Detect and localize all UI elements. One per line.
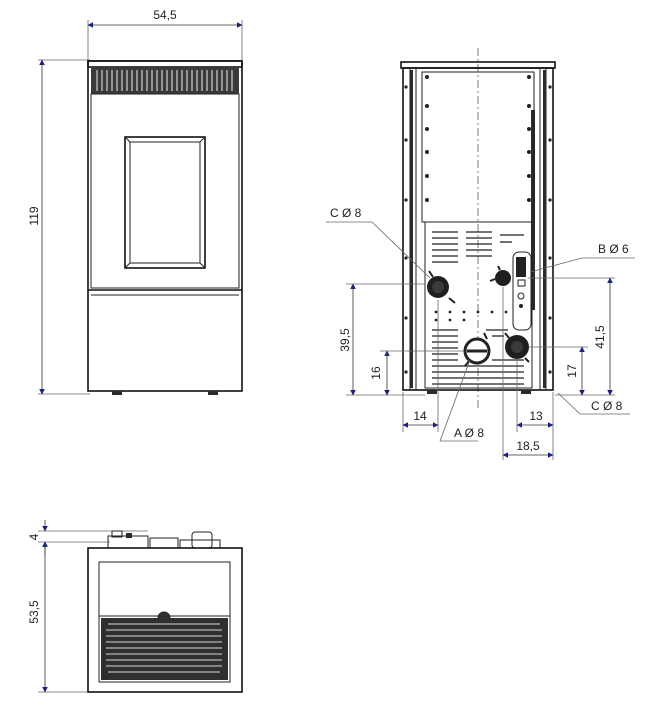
top-grille-handle <box>157 611 171 619</box>
label-c-right: C Ø 8 <box>591 399 623 413</box>
front-right-foot <box>208 391 218 395</box>
dim-16: 16 <box>369 366 383 380</box>
label-b: B Ø 6 <box>598 242 629 256</box>
outlet-b-center <box>489 265 511 286</box>
rear-left-foot <box>427 390 437 394</box>
dim-13: 13 <box>529 409 543 423</box>
rear-rivets <box>404 75 552 374</box>
front-left-foot <box>112 391 122 395</box>
top-dim-53-5: 53,5 <box>27 600 41 624</box>
rear-lower-vents <box>432 329 524 385</box>
dim-41-5: 41,5 <box>593 325 607 349</box>
rear-right-foot <box>521 390 531 394</box>
top-rear-connections <box>107 530 221 549</box>
door-glass-outer <box>124 136 206 269</box>
rear-view: C Ø 8 B Ø 6 C Ø 8 A Ø 8 39,5 16 41,5 17 <box>326 48 635 460</box>
outlet-c-left <box>427 270 456 304</box>
dim-18-5: 18,5 <box>516 439 540 453</box>
label-a: A Ø 8 <box>454 426 484 440</box>
rear-right-rail <box>531 110 535 310</box>
front-top-grille-slots <box>96 70 233 91</box>
rear-body <box>402 67 554 391</box>
dim-39-5: 39,5 <box>338 328 352 352</box>
rear-upper-vents <box>432 231 524 263</box>
stove-body <box>87 60 243 392</box>
rear-control-box <box>512 251 532 331</box>
rear-left-strip <box>410 70 413 388</box>
stove-door-panel <box>90 93 240 289</box>
top-dim-4: 4 <box>27 533 41 540</box>
rear-lower-panel <box>424 221 533 389</box>
top-grille-slots <box>106 623 222 673</box>
outlet-a-center <box>463 332 491 367</box>
dim-14: 14 <box>413 409 427 423</box>
rear-lower-dots <box>434 310 508 322</box>
front-view: 54,5 119 <box>27 8 243 395</box>
top-inner-frame <box>98 561 231 683</box>
door-glass-inner <box>129 141 201 264</box>
top-grille <box>101 618 228 680</box>
top-body <box>87 547 243 693</box>
rear-right-strip <box>543 70 546 388</box>
stove-top-plate <box>87 60 243 68</box>
label-c-left: C Ø 8 <box>330 206 362 220</box>
front-top-grille <box>91 67 239 94</box>
outlet-c-right <box>504 332 530 363</box>
dim-17: 17 <box>565 364 579 378</box>
top-view: 4 53,5 <box>27 520 243 693</box>
front-height-label: 119 <box>27 206 41 225</box>
front-width-label: 54,5 <box>153 8 177 22</box>
